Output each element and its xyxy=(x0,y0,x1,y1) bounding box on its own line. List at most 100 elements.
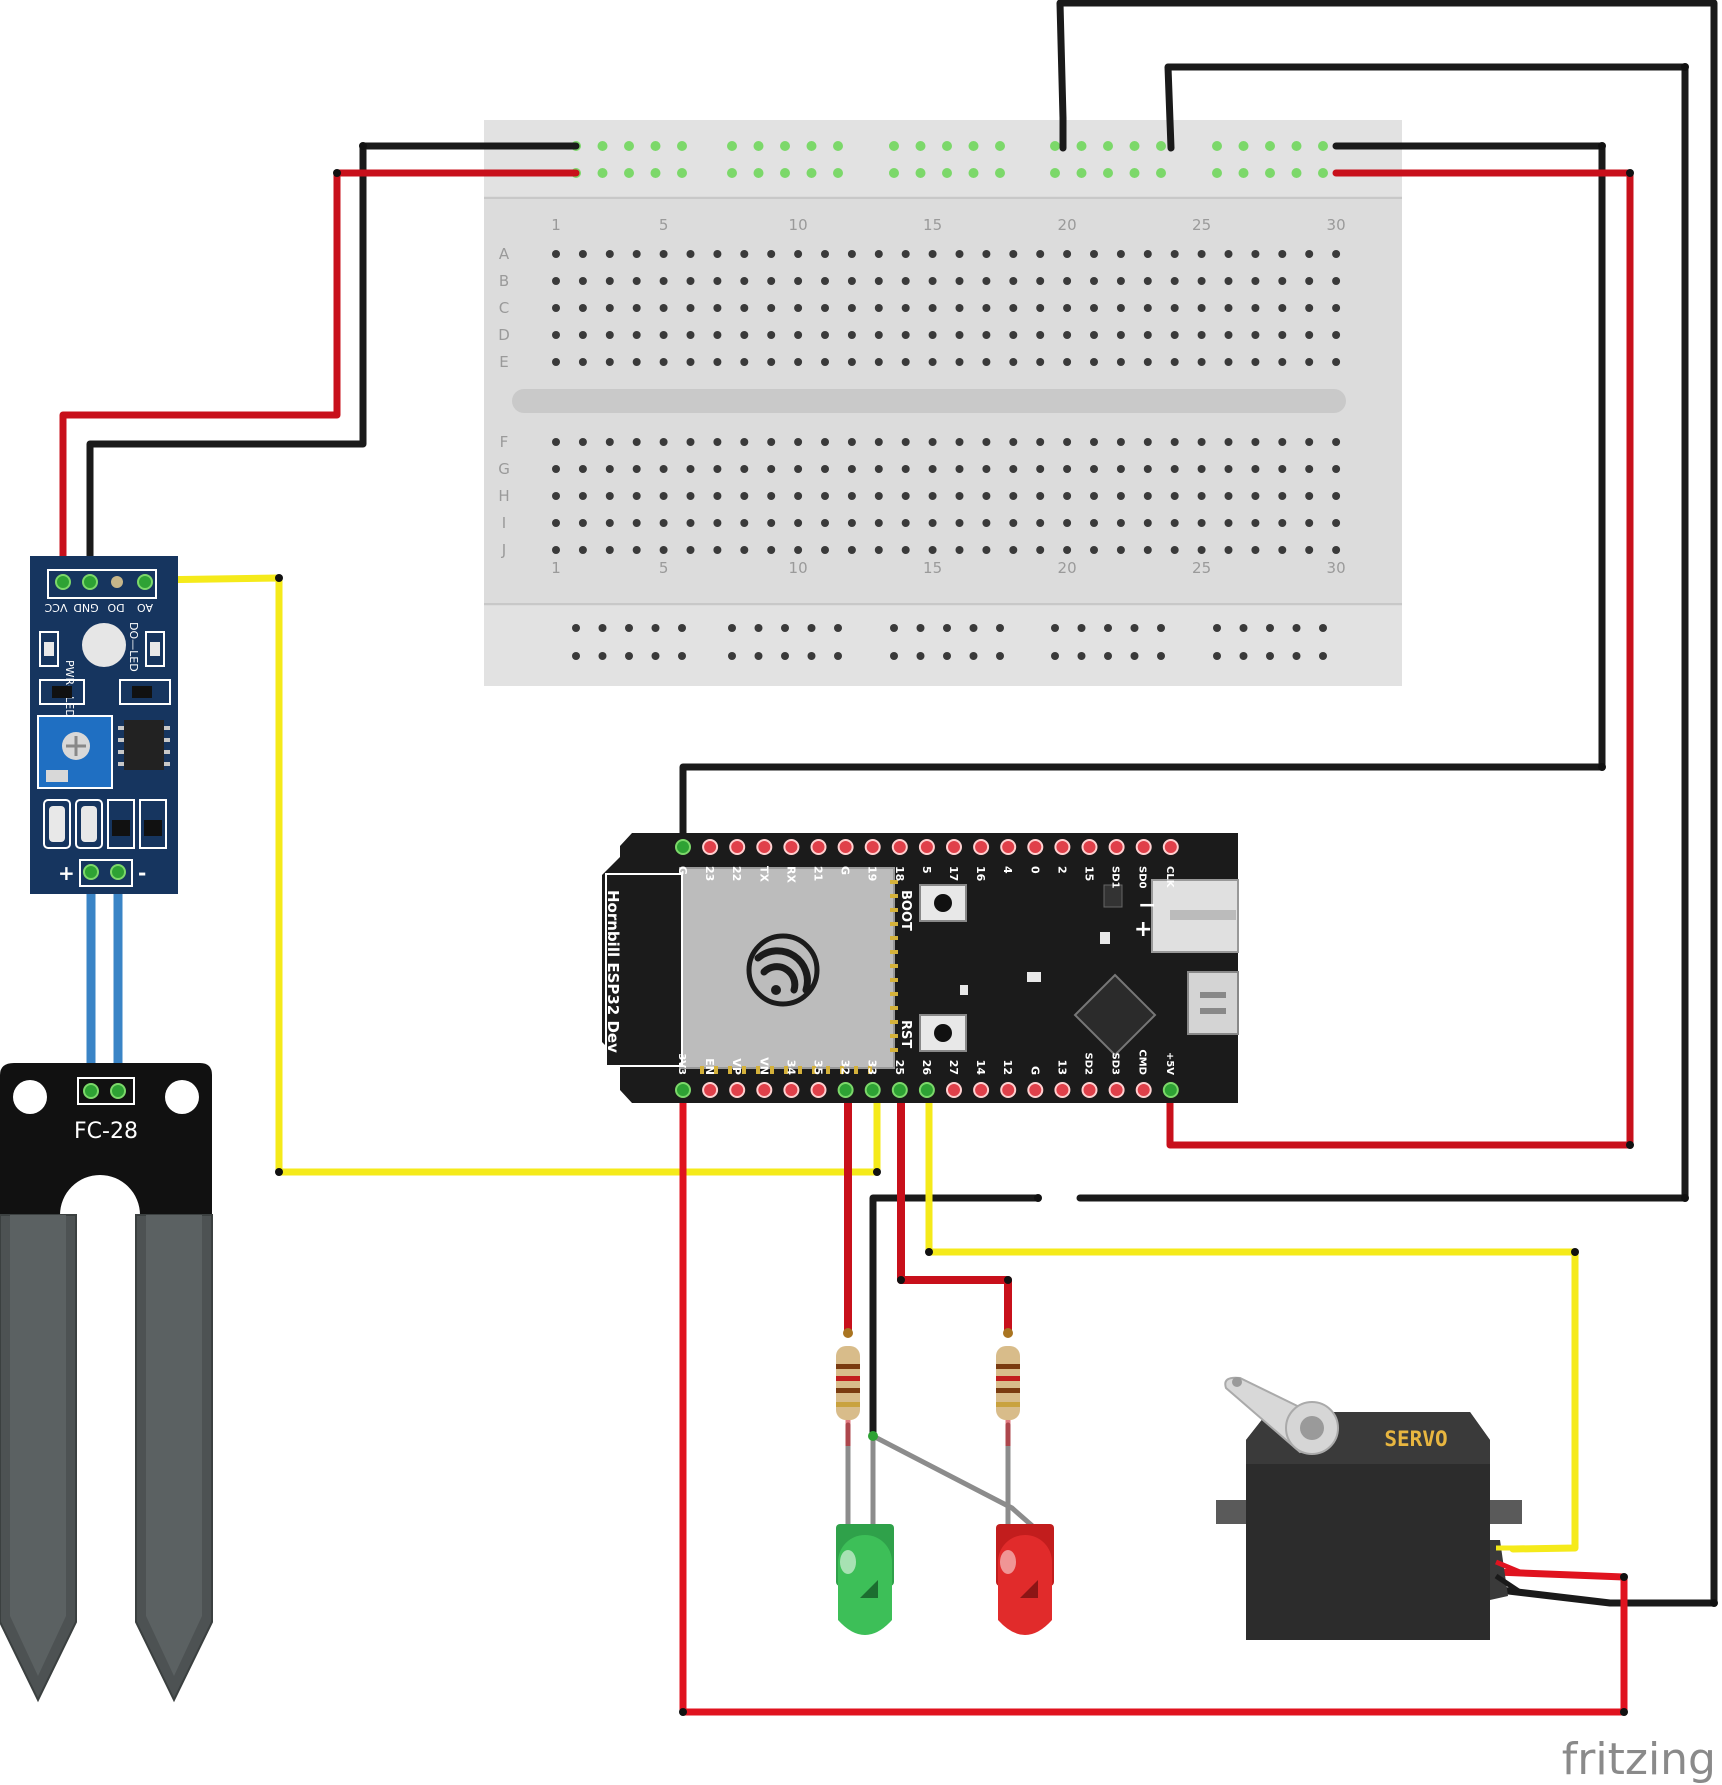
breadboard-hole xyxy=(686,358,695,366)
breadboard-hole xyxy=(1170,546,1179,554)
breadboard-hole xyxy=(928,331,937,339)
esp32-bottom-pin-label: G xyxy=(1028,1066,1041,1075)
breadboard-hole xyxy=(821,277,829,285)
breadboard-hole xyxy=(767,465,776,473)
wire-vcc-breadboard-to-module xyxy=(59,169,580,584)
breadboard-hole xyxy=(605,519,614,527)
breadboard-hole xyxy=(1305,250,1314,258)
breadboard-rail-hole xyxy=(753,168,764,178)
breadboard-rail-hole xyxy=(572,624,580,632)
breadboard-rail-hole xyxy=(1104,624,1112,632)
comparator-chip xyxy=(124,720,164,770)
breadboard-row-letter: D xyxy=(498,326,510,344)
breadboard-center-channel xyxy=(512,389,1346,413)
breadboard-hole xyxy=(847,519,856,527)
breadboard-hole xyxy=(1009,250,1018,258)
breadboard-hole xyxy=(928,438,937,446)
breadboard-hole xyxy=(821,519,829,527)
breadboard-column-number: 10 xyxy=(789,559,808,577)
esp32-pin xyxy=(1081,839,1098,855)
breadboard-hole xyxy=(740,465,749,473)
battery-minus-mark: − xyxy=(1138,893,1156,918)
breadboard-hole xyxy=(1197,331,1206,339)
breadboard-hole xyxy=(1305,358,1314,366)
breadboard-hole xyxy=(874,465,883,473)
breadboard-hole xyxy=(1063,438,1072,446)
breadboard-hole xyxy=(1143,519,1152,527)
breadboard-hole xyxy=(578,250,587,258)
breadboard-hole xyxy=(659,250,668,258)
breadboard-hole xyxy=(928,358,937,366)
breadboard-hole xyxy=(1224,331,1233,339)
breadboard-hole xyxy=(605,331,614,339)
breadboard-hole xyxy=(605,546,614,554)
battery-plus-mark: + xyxy=(1134,917,1152,942)
esp32-bottom-pin-label: 33 xyxy=(866,1060,879,1075)
breadboard-hole xyxy=(901,492,910,500)
breadboard-hole xyxy=(1009,465,1018,473)
breadboard-rail-hole xyxy=(1051,624,1059,632)
breadboard-hole xyxy=(578,438,587,446)
breadboard-hole xyxy=(901,250,910,258)
esp32-bottom-pin-label: 13 xyxy=(1055,1060,1068,1075)
breadboard-hole xyxy=(1090,492,1098,500)
esp32-pin xyxy=(1027,839,1044,855)
breadboard-hole xyxy=(928,304,937,312)
breadboard-hole xyxy=(1009,304,1018,312)
wire-gnd-breadboard-to-module xyxy=(86,142,580,584)
breadboard-hole xyxy=(821,331,829,339)
breadboard-row-letter: A xyxy=(499,245,510,263)
micro-usb-port[interactable] xyxy=(1187,971,1239,1035)
breadboard-hole xyxy=(874,331,883,339)
breadboard-hole xyxy=(1251,546,1260,554)
esp32-pin xyxy=(675,1082,691,1098)
breadboard-hole xyxy=(901,277,910,285)
breadboard-hole xyxy=(1332,519,1341,527)
breadboard-hole xyxy=(1036,546,1045,554)
breadboard-hole xyxy=(1251,465,1260,473)
breadboard-hole xyxy=(1278,304,1287,312)
breadboard-column-number: 20 xyxy=(1058,216,1077,234)
breadboard-hole xyxy=(659,492,668,500)
wire-pin25-to-red-led xyxy=(897,1086,1012,1334)
breadboard-hole xyxy=(1090,519,1098,527)
breadboard-hole xyxy=(1143,492,1152,500)
breadboard-hole xyxy=(1170,492,1179,500)
breadboard-hole xyxy=(632,277,641,285)
breadboard-rail-hole xyxy=(1266,652,1274,660)
breadboard-hole xyxy=(1332,250,1341,258)
breadboard-rail-hole xyxy=(1077,652,1086,660)
esp32-top-pin-label: 4 xyxy=(1001,866,1014,874)
esp32-top-pin-label: 18 xyxy=(893,866,906,881)
breadboard-rail-hole xyxy=(890,652,898,660)
breadboard-hole xyxy=(1143,546,1152,554)
breadboard-hole xyxy=(821,250,829,258)
breadboard-hole xyxy=(1116,546,1125,554)
esp32-bottom-pin-label: SD2 xyxy=(1083,1053,1094,1076)
breadboard-hole xyxy=(578,519,587,527)
breadboard-hole xyxy=(686,304,695,312)
breadboard-hole xyxy=(1090,546,1098,554)
breadboard-hole xyxy=(794,358,803,366)
breadboard-rail-hole xyxy=(1050,141,1060,151)
breadboard-hole xyxy=(874,304,883,312)
breadboard-rail-hole xyxy=(916,652,925,660)
breadboard-hole xyxy=(982,546,991,554)
breadboard-hole xyxy=(1036,438,1045,446)
breadboard-hole xyxy=(713,492,722,500)
breadboard-rail-hole xyxy=(754,652,763,660)
breadboard-hole xyxy=(1305,492,1314,500)
breadboard-hole xyxy=(1063,250,1072,258)
esp32-pin xyxy=(783,839,800,855)
breadboard-hole xyxy=(1251,277,1260,285)
breadboard-hole xyxy=(928,492,937,500)
breadboard-hole xyxy=(1090,358,1098,366)
breadboard-rail-hole xyxy=(651,652,660,660)
breadboard-hole xyxy=(552,465,560,473)
wire-gnd-to-leds xyxy=(869,1194,1042,1438)
breadboard-hole xyxy=(874,277,883,285)
breadboard-hole xyxy=(767,304,776,312)
breadboard-hole xyxy=(847,465,856,473)
